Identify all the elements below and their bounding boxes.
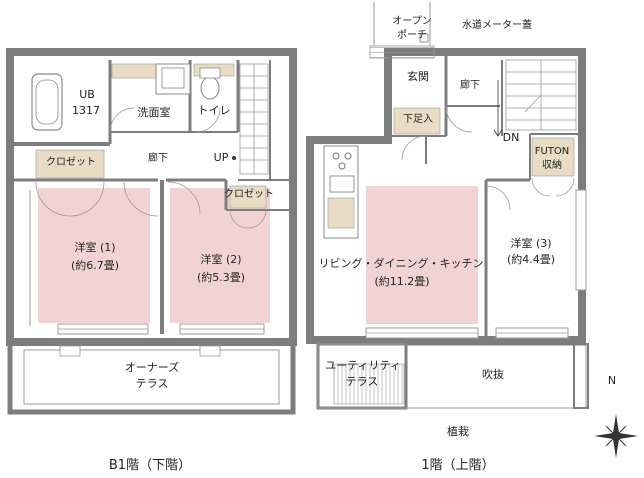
b1-terrace-line2: テラス xyxy=(135,377,169,390)
1f-shoe-storage-label: 下足入 xyxy=(403,114,433,125)
1f-ldk-size: (約11.2畳) xyxy=(374,275,430,288)
1f-ldk-name: リビング・ダイニング・キッチン xyxy=(318,257,484,270)
b1-room1-size: (約6.7畳) xyxy=(70,259,120,272)
1f-room3-size: (約4.4畳) xyxy=(506,253,556,266)
b1-room2-name: 洋室 (2) xyxy=(200,253,242,266)
1f-entrance-label: 玄関 xyxy=(407,70,429,83)
ldk-floor xyxy=(366,186,478,324)
1f-utility-line2: テラス xyxy=(345,375,379,388)
b1-room1-name: 洋室 (1) xyxy=(74,241,116,254)
b1-up-label: UP xyxy=(213,151,229,164)
b1-closet2-label: クロゼット xyxy=(224,189,274,200)
1f-room3-name: 洋室 (3) xyxy=(510,237,552,250)
b1-floor-caption: B1階（下階） xyxy=(108,458,192,473)
room1-floor xyxy=(38,188,150,323)
1f-futon-line2: 収納 xyxy=(542,160,562,171)
1f-meter-label: 水道メーター蓋 xyxy=(462,20,532,31)
1f-floor-plan xyxy=(306,2,589,410)
1f-porch-line2: ポーチ xyxy=(397,30,427,41)
1f-dn-label: DN xyxy=(502,131,520,144)
1f-void-label: 吹抜 xyxy=(482,368,504,381)
1f-hallway-label: 廊下 xyxy=(460,80,480,91)
compass xyxy=(594,414,638,458)
1f-floor-caption: 1階（上階） xyxy=(421,458,495,473)
1f-futon-line1: FUTON xyxy=(534,146,570,157)
b1-room2-size: (約5.3畳) xyxy=(196,271,246,284)
b1-ub-label-line2: 1317 xyxy=(72,104,100,117)
b1-terrace-line1: オーナーズ xyxy=(124,361,180,374)
b1-floor-plan xyxy=(6,48,297,415)
b1-ub-label-line1: UB xyxy=(79,88,95,101)
1f-utility-line1: ユーティリティ xyxy=(325,359,401,372)
b1-closet1-label: クロゼット xyxy=(46,157,96,168)
1f-porch-line1: オープン xyxy=(392,16,432,27)
compass-north-label: N xyxy=(607,374,617,387)
1f-planting-label: 植栽 xyxy=(447,425,469,438)
b1-hallway-label: 廊下 xyxy=(148,153,168,164)
b1-washroom-label: 洗面室 xyxy=(137,106,171,119)
b1-toilet-label: トイレ xyxy=(197,104,231,117)
